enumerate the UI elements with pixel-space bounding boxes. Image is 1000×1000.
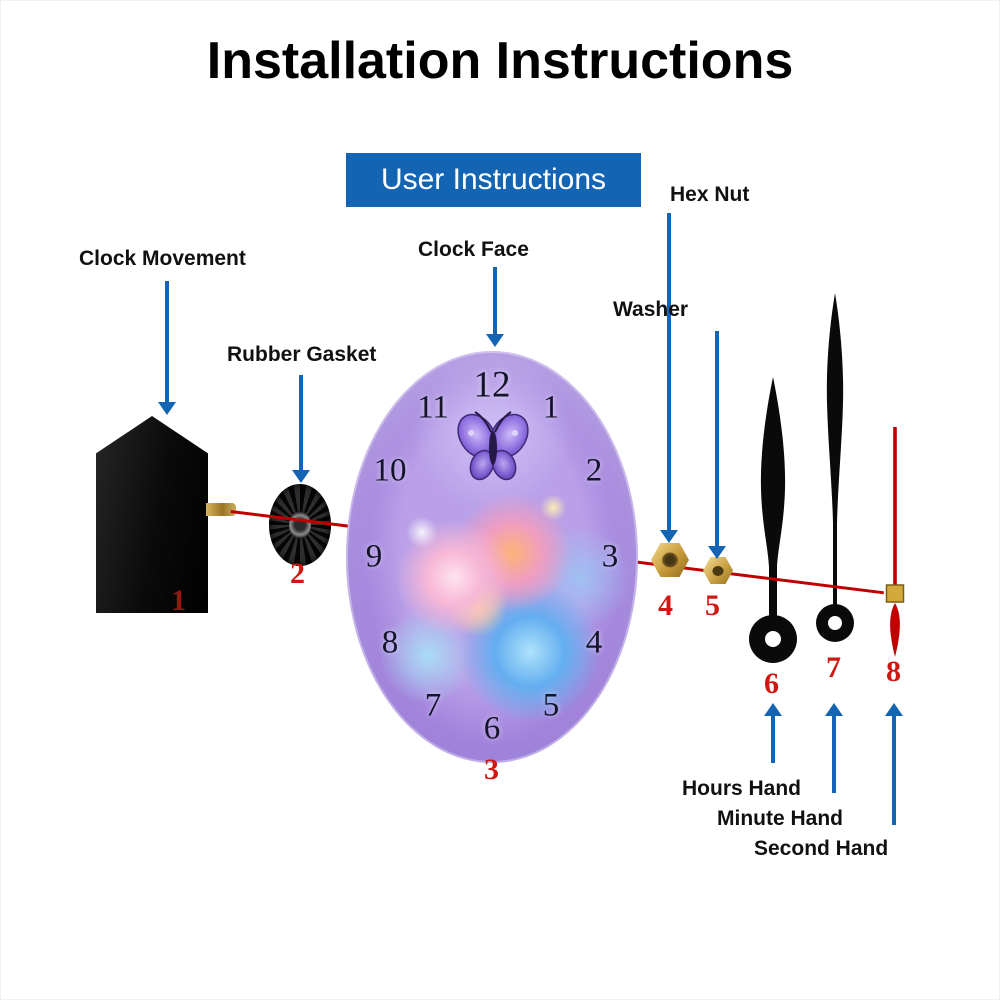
- label-hex-nut: Hex Nut: [670, 183, 750, 206]
- gasket-hole: [289, 511, 311, 539]
- arrow-rubber-gasket-icon: [299, 375, 303, 471]
- arrow-hours-hand-icon: [771, 715, 775, 763]
- clock-face-part: 12 1 2 3 4 5 6 7 8 9 10 11: [346, 351, 638, 763]
- second-hand-part: [885, 427, 905, 657]
- arrow-second-hand-icon: [892, 715, 896, 825]
- part-number-8: 8: [886, 655, 901, 688]
- part-number-1: 1: [171, 584, 186, 617]
- movement-shaft: [206, 503, 236, 516]
- part-number-6: 6: [764, 667, 779, 700]
- face-numeral-8: 8: [381, 624, 399, 661]
- label-second-hand: Second Hand: [754, 837, 889, 860]
- hours-hand-part: [749, 377, 797, 663]
- face-numeral-2: 2: [585, 452, 603, 489]
- page-title: Installation Instructions: [206, 32, 794, 90]
- face-numeral-12: 12: [473, 364, 511, 406]
- part-number-2: 2: [290, 557, 305, 590]
- face-numeral-11: 11: [417, 389, 449, 426]
- arrow-hex-nut-icon: [667, 213, 671, 531]
- label-rubber-gasket: Rubber Gasket: [227, 343, 377, 366]
- arrow-minute-hand-icon: [832, 715, 836, 793]
- hex-nut-part: [651, 543, 689, 577]
- part-number-4: 4: [658, 589, 673, 622]
- minute-hand-part: [816, 293, 854, 642]
- washer-hole: [712, 565, 724, 576]
- rubber-gasket-part: [269, 484, 331, 566]
- face-numeral-9: 9: [365, 538, 383, 575]
- face-numeral-4: 4: [585, 624, 603, 661]
- clock-movement-part: [96, 416, 208, 613]
- label-clock-face: Clock Face: [418, 238, 529, 261]
- face-numeral-5: 5: [542, 687, 560, 724]
- user-instructions-banner: User Instructions: [346, 153, 641, 207]
- butterfly-icon: [457, 411, 529, 481]
- arrow-clock-face-icon: [493, 267, 497, 335]
- face-numeral-10: 10: [373, 452, 407, 489]
- label-washer: Washer: [613, 298, 689, 321]
- part-number-7: 7: [826, 651, 841, 684]
- arrow-clock-movement-icon: [165, 281, 169, 403]
- label-minute-hand: Minute Hand: [717, 807, 843, 830]
- label-clock-movement: Clock Movement: [79, 247, 246, 270]
- face-numeral-7: 7: [424, 687, 442, 724]
- part-number-5: 5: [705, 589, 720, 622]
- face-numeral-1: 1: [542, 389, 560, 426]
- label-hours-hand: Hours Hand: [682, 777, 802, 800]
- arrow-washer-icon: [715, 331, 719, 547]
- washer-part: [703, 557, 733, 584]
- face-numeral-6: 6: [483, 710, 501, 747]
- part-number-3: 3: [484, 753, 499, 786]
- face-numeral-3: 3: [601, 538, 619, 575]
- hex-nut-hole: [662, 552, 678, 568]
